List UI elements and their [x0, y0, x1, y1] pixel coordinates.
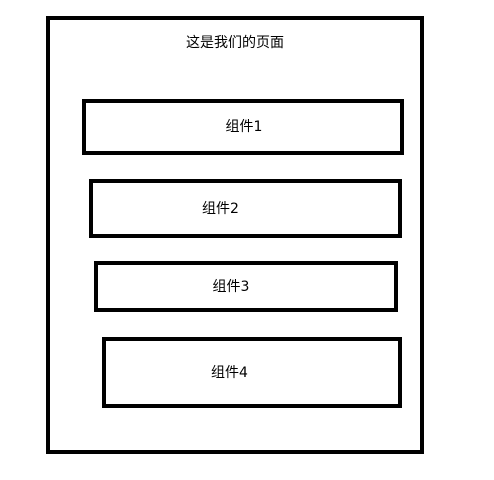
- component-label: 组件3: [212, 278, 250, 295]
- component-label: 组件2: [202, 200, 239, 217]
- component-box-2: 组件2: [89, 179, 402, 238]
- component-box-3: 组件3: [94, 261, 398, 312]
- component-box-4: 组件4: [102, 337, 402, 408]
- component-label: 组件4: [211, 364, 248, 381]
- page-title: 这是我们的页面: [186, 35, 284, 51]
- component-box-1: 组件1: [82, 99, 404, 155]
- component-label: 组件1: [225, 119, 263, 135]
- page-frame: 这是我们的页面 组件1 组件2 组件3 组件4: [46, 16, 424, 454]
